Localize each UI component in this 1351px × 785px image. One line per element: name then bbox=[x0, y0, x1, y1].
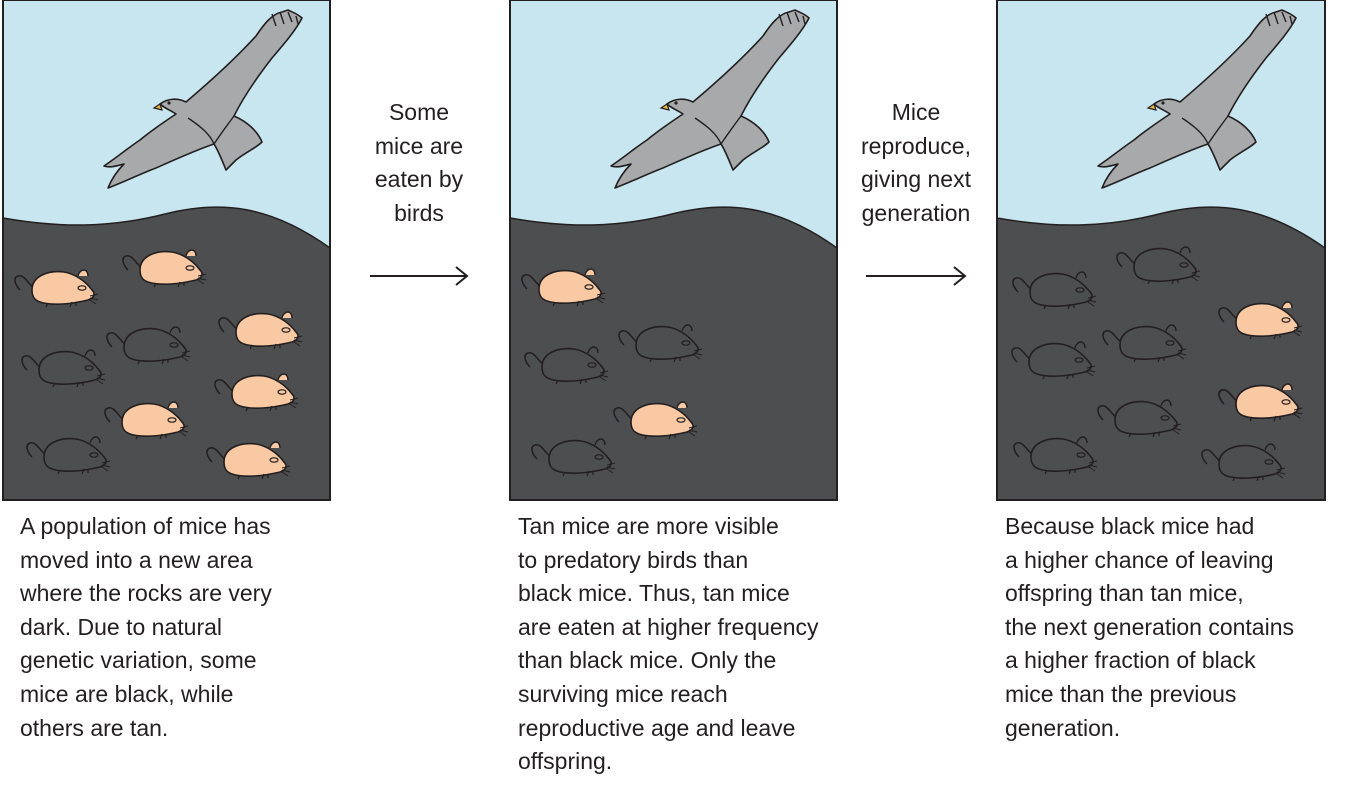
transition-line: reproduce, bbox=[861, 132, 971, 159]
mouse-icon bbox=[1102, 324, 1187, 363]
panel-frame bbox=[509, 0, 838, 501]
mice-group bbox=[521, 268, 703, 477]
mouse-icon bbox=[531, 438, 616, 477]
panel-frame bbox=[996, 0, 1326, 501]
mouse-icon bbox=[14, 269, 99, 308]
transition-line: birds bbox=[394, 199, 444, 226]
transition-line: generation bbox=[861, 199, 971, 226]
caption-line: offspring than tan mice, bbox=[1005, 580, 1244, 607]
panel-3-caption: Because black mice had a higher chance o… bbox=[1005, 510, 1294, 745]
caption-line: where the rocks are very bbox=[20, 580, 272, 607]
caption-line: moved into a new area bbox=[20, 546, 253, 573]
panel-2-scene bbox=[509, 0, 838, 501]
caption-line: Because black mice had bbox=[1005, 513, 1255, 539]
caption-line: black mice. Thus, tan mice bbox=[518, 580, 790, 607]
caption-line: reproductive age and leave bbox=[518, 714, 796, 741]
mouse-icon bbox=[521, 268, 606, 307]
caption-line: mice are black, while bbox=[20, 680, 234, 707]
mice-group bbox=[1011, 246, 1303, 482]
mice-group bbox=[14, 249, 303, 480]
caption-line: mice than the previous bbox=[1005, 680, 1237, 707]
mouse-icon bbox=[206, 441, 291, 480]
transition-line: eaten by bbox=[374, 166, 464, 193]
panel-1-scene bbox=[2, 0, 331, 501]
caption-line: generation. bbox=[1005, 714, 1121, 741]
mouse-icon bbox=[1116, 246, 1201, 285]
mouse-icon bbox=[1011, 341, 1096, 380]
transition-line: Mice bbox=[891, 99, 941, 125]
mouse-icon bbox=[1218, 383, 1303, 422]
mouse-icon bbox=[21, 349, 106, 388]
panel-frame bbox=[2, 0, 331, 501]
mouse-icon bbox=[26, 436, 111, 475]
mouse-icon bbox=[1097, 399, 1182, 438]
mouse-icon bbox=[1201, 443, 1286, 482]
caption-line: surviving mice reach bbox=[518, 680, 728, 707]
caption-line: the next generation contains bbox=[1005, 613, 1294, 640]
caption-line: A population of mice has bbox=[20, 513, 271, 539]
right-arrow-icon bbox=[370, 266, 469, 286]
mouse-icon bbox=[214, 373, 299, 412]
panel-2-caption: Tan mice are more visible to predatory b… bbox=[518, 510, 818, 779]
mouse-icon bbox=[1218, 301, 1303, 340]
caption-line: than black mice. Only the bbox=[518, 647, 777, 674]
transition-line: mice are bbox=[374, 132, 464, 159]
caption-line: others are tan. bbox=[20, 714, 169, 741]
caption-line: dark. Due to natural bbox=[20, 613, 223, 640]
mouse-icon bbox=[104, 401, 189, 440]
caption-line: offspring. bbox=[518, 748, 613, 775]
right-arrow-icon bbox=[866, 266, 967, 286]
caption-line: are eaten at higher frequency bbox=[518, 613, 819, 640]
caption-line: Tan mice are more visible bbox=[518, 513, 779, 539]
caption-line: genetic variation, some bbox=[20, 647, 257, 674]
caption-line: to predatory birds than bbox=[518, 546, 749, 573]
mouse-icon bbox=[218, 311, 303, 350]
caption-line: a higher chance of leaving bbox=[1005, 546, 1274, 573]
transition-line: Some bbox=[388, 99, 450, 125]
mouse-icon bbox=[618, 324, 703, 363]
mouse-icon bbox=[1012, 271, 1097, 310]
mouse-icon bbox=[613, 401, 698, 440]
mouse-icon bbox=[524, 346, 609, 385]
transition-label-reproduction: Mice reproduce, giving next generation bbox=[846, 96, 986, 230]
transition-line: giving next bbox=[861, 166, 971, 193]
panel-3-scene bbox=[996, 0, 1326, 501]
mouse-icon bbox=[106, 326, 191, 365]
caption-line: a higher fraction of black bbox=[1005, 647, 1256, 674]
mouse-icon bbox=[1013, 436, 1098, 475]
transition-label-predation: Some mice are eaten by birds bbox=[352, 96, 486, 230]
mouse-icon bbox=[122, 249, 207, 288]
panel-1-caption: A population of mice has moved into a ne… bbox=[20, 510, 272, 745]
